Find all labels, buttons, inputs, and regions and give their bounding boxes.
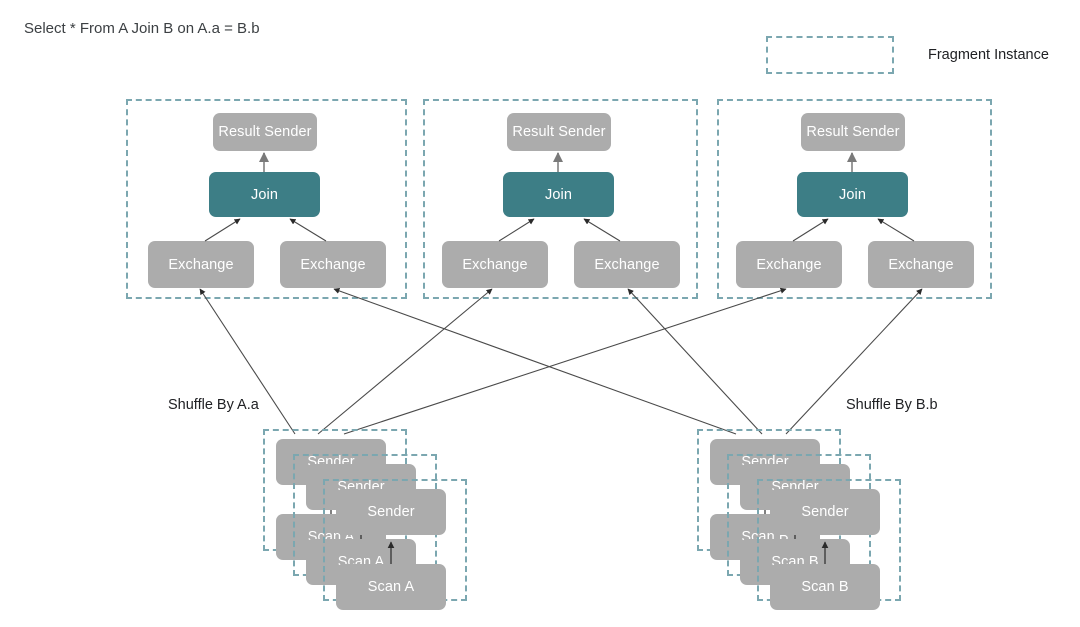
node-result-sender-1[interactable]: Result Sender — [213, 113, 317, 151]
caption-shuffle-left: Shuffle By A.a — [168, 397, 259, 413]
node-exchange-2-left[interactable]: Exchange — [442, 241, 548, 288]
node-result-sender-2[interactable]: Result Sender — [507, 113, 611, 151]
fragment-instance-1 — [126, 99, 407, 299]
node-exchange-1-left[interactable]: Exchange — [148, 241, 254, 288]
legend-label: Fragment Instance — [928, 47, 1049, 63]
node-scan-a-1[interactable]: Scan A — [336, 564, 446, 610]
node-exchange-3-left[interactable]: Exchange — [736, 241, 842, 288]
node-sender-b-1[interactable]: Sender — [770, 489, 880, 535]
legend-swatch-dashed-rectangle — [766, 36, 894, 74]
node-exchange-2-right[interactable]: Exchange — [574, 241, 680, 288]
node-join-1[interactable]: Join — [209, 172, 320, 217]
query-title: Select * From A Join B on A.a = B.b — [24, 20, 260, 37]
caption-shuffle-right: Shuffle By B.b — [846, 397, 938, 413]
node-join-2[interactable]: Join — [503, 172, 614, 217]
node-sender-a-1[interactable]: Sender — [336, 489, 446, 535]
fragment-instance-2 — [423, 99, 698, 299]
node-result-sender-3[interactable]: Result Sender — [801, 113, 905, 151]
node-join-3[interactable]: Join — [797, 172, 908, 217]
node-scan-b-1[interactable]: Scan B — [770, 564, 880, 610]
node-exchange-3-right[interactable]: Exchange — [868, 241, 974, 288]
fragment-instance-3 — [717, 99, 992, 299]
node-exchange-1-right[interactable]: Exchange — [280, 241, 386, 288]
